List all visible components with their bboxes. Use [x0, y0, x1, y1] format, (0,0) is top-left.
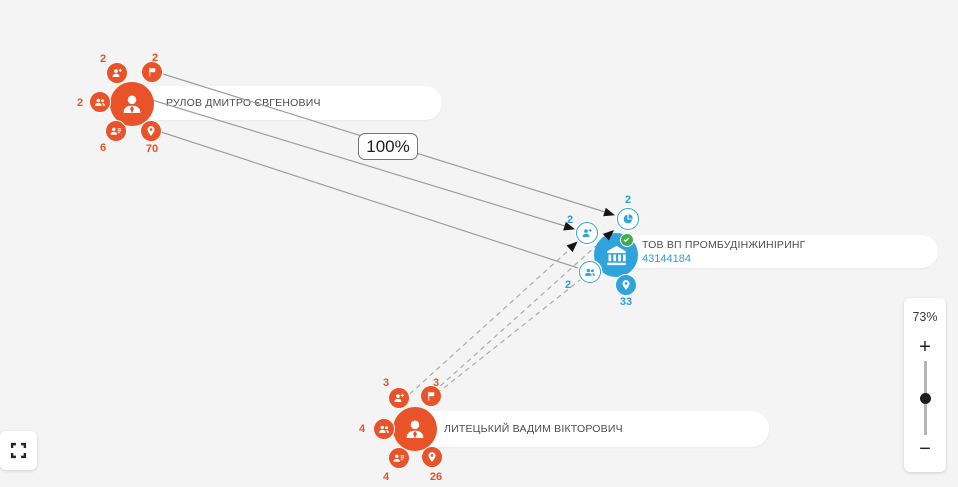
location-pin-icon: [428, 452, 436, 462]
people-icon: [379, 425, 389, 433]
node-company-code[interactable]: 43144184: [642, 252, 691, 265]
rulov-badge-location[interactable]: [140, 120, 162, 142]
bank-icon: [606, 245, 626, 265]
lytetskyi-badge-flag[interactable]: [420, 385, 442, 407]
zoom-out-button[interactable]: −: [919, 438, 931, 460]
rulov-badge-flag[interactable]: [141, 61, 163, 83]
company-count-people: 2: [564, 279, 572, 291]
person-icon: [123, 95, 141, 114]
person-add-icon: [582, 228, 592, 237]
person-list-icon: [110, 127, 122, 135]
lytetskyi-count-location: 26: [429, 471, 443, 483]
lytetskyi-badge-person-list[interactable]: [388, 447, 410, 469]
node-rulov-circle[interactable]: [110, 82, 154, 126]
node-rulov-label-pill[interactable]: РУЛОВ ДМИТРО ЄВГЕНОВИЧ: [138, 86, 442, 120]
person-icon: [406, 420, 424, 439]
company-count-location: 33: [619, 296, 633, 308]
node-rulov-name: РУЛОВ ДМИТРО ЄВГЕНОВИЧ: [166, 97, 321, 109]
company-badge-pie[interactable]: [617, 208, 639, 230]
edge-ownership-label: 100%: [358, 133, 418, 160]
edge-lytetskyi-people: [429, 279, 581, 400]
edge-rulov-personadd: [151, 99, 566, 227]
company-count-person-add: 2: [566, 214, 574, 226]
person-add-icon: [112, 68, 122, 77]
rulov-badge-person-add[interactable]: [106, 62, 128, 84]
company-count-pie: 2: [624, 194, 632, 206]
node-lytetskyi-label-pill[interactable]: ЛИТЕЦЬКИЙ ВАДИМ ВІКТОРОВИЧ: [412, 411, 769, 447]
rulov-count-person-list: 6: [99, 142, 107, 154]
edge-rulov-people: [160, 131, 579, 269]
zoom-in-button[interactable]: +: [919, 336, 931, 358]
rulov-badge-person-list[interactable]: [105, 120, 127, 142]
location-pin-icon: [622, 280, 630, 290]
rulov-count-people: 2: [76, 97, 84, 109]
people-icon: [95, 98, 105, 106]
company-badge-location[interactable]: [615, 274, 637, 296]
zoom-slider-handle[interactable]: [920, 393, 931, 404]
company-badge-person-add[interactable]: [576, 222, 598, 244]
person-list-icon: [393, 454, 405, 462]
person-add-icon: [394, 393, 404, 402]
lytetskyi-badge-person-add[interactable]: [388, 387, 410, 409]
location-pin-icon: [147, 126, 155, 136]
lytetskyi-count-people: 4: [358, 423, 366, 435]
people-icon: [585, 268, 595, 276]
rulov-count-flag: 2: [151, 52, 159, 64]
rulov-count-person-add: 2: [99, 53, 107, 65]
node-company-name: ТОВ ВП ПРОМБУДІНЖИНІРИНГ: [642, 238, 806, 251]
lytetskyi-badge-location[interactable]: [421, 446, 443, 468]
company-badge-people[interactable]: [579, 261, 601, 283]
lytetskyi-count-person-list: 4: [382, 471, 390, 483]
lytetskyi-count-flag: 3: [432, 377, 440, 389]
edge-lytetskyi-pie: [426, 236, 607, 399]
rulov-badge-people[interactable]: [89, 91, 111, 113]
node-company-label-pill[interactable]: ТОВ ВП ПРОМБУДІНЖИНІРИНГ 43144184: [610, 235, 938, 268]
zoom-control-panel: 73% + −: [904, 298, 946, 472]
verified-check-icon: [619, 232, 634, 247]
pie-chart-icon: [623, 214, 633, 224]
fullscreen-button[interactable]: [0, 431, 37, 470]
flag-icon: [428, 391, 435, 401]
edge-lytetskyi-personadd: [402, 248, 571, 401]
lytetskyi-count-person-add: 3: [382, 377, 390, 389]
node-lytetskyi-circle[interactable]: [393, 407, 437, 451]
flag-icon: [149, 67, 156, 77]
node-lytetskyi-name: ЛИТЕЦЬКИЙ ВАДИМ ВІКТОРОВИЧ: [444, 423, 623, 435]
rulov-count-location: 70: [145, 143, 159, 155]
zoom-level: 73%: [912, 310, 938, 324]
fullscreen-icon: [10, 442, 27, 459]
lytetskyi-badge-people[interactable]: [373, 418, 395, 440]
